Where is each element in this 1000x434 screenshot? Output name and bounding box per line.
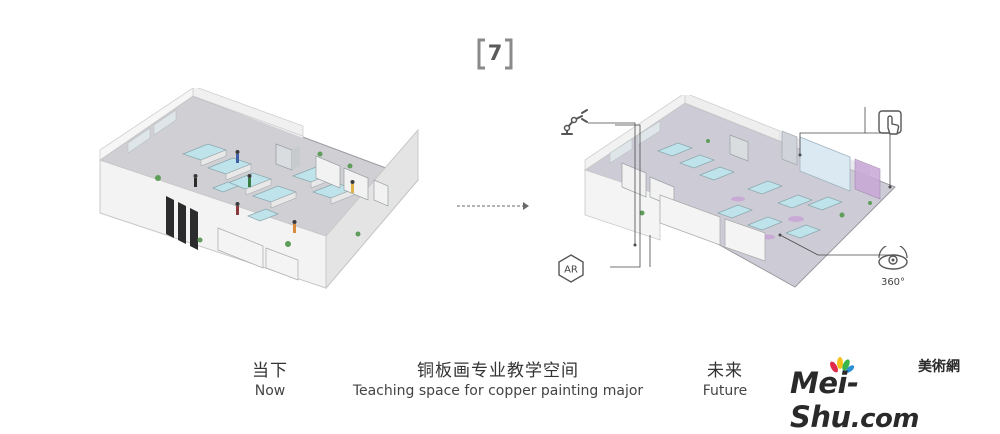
caption-now-en: Now (254, 383, 286, 399)
ar-hexagon-icon: AR (558, 254, 584, 283)
ar-label: AR (564, 265, 578, 276)
classroom-future-illustration (584, 95, 896, 288)
caption-future: 未来 Future (685, 356, 765, 399)
caption-future-en: Future (702, 383, 748, 399)
figure-number-badge: 7 (476, 38, 514, 70)
right-arrow-icon (457, 202, 529, 210)
caption-now: 当下 Now (234, 356, 306, 399)
vr360-label: 360° (881, 277, 905, 288)
bracket-frame-icon (477, 38, 513, 70)
classroom-now-illustration (99, 88, 419, 290)
caption-title-zh: 铜板画专业教学空间 (417, 361, 579, 381)
vr360-eye-icon: 360° (878, 246, 908, 288)
meishu-logo: 美術網 Mei-Shu.com (788, 356, 978, 434)
logo-petals-icon (830, 357, 854, 373)
robot-arm-icon (561, 109, 588, 135)
caption-future-zh: 未来 (707, 361, 743, 381)
logo-word: Mei-Shu (790, 366, 859, 434)
logo-suffix: .com (850, 404, 920, 434)
figure-number: 7 (487, 41, 503, 65)
caption-now-zh: 当下 (252, 361, 288, 381)
touch-hand-icon (878, 110, 902, 135)
logo-wordmark: Mei-Shu.com (790, 366, 978, 434)
logo-chinese: 美術網 (918, 359, 960, 375)
caption-title-en: Teaching space for copper painting major (352, 383, 644, 399)
caption-title: 铜板画专业教学空间 Teaching space for copper pain… (328, 356, 668, 399)
